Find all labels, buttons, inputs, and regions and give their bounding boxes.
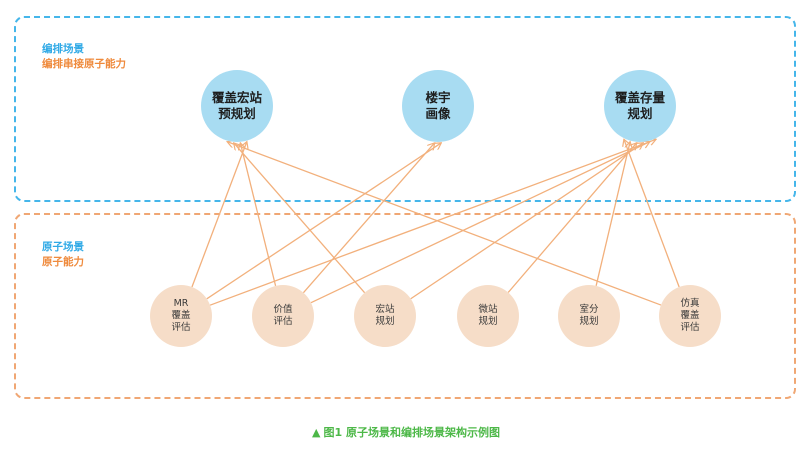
atomic-scene-node-label: 评估 [680,322,700,333]
orchestration-scene-node: 覆盖存量规划 [604,70,676,142]
edge-a1-to-s1 [191,142,247,288]
orchestration-scene-node-label: 画像 [425,106,451,121]
edge-a6-to-s3 [624,139,680,288]
atomic-scene-node: 价值评估 [252,285,314,347]
atomic-scene-node-label: 宏站 [375,304,395,315]
atomic-scene-node-label: 覆盖 [680,310,700,321]
atomic-scene-node: 仿真覆盖评估 [659,285,721,347]
orchestration-scene-node: 楼宇画像 [402,70,474,142]
atomic-scene-node-label: 规划 [375,316,395,327]
edge-a3-to-s3 [410,143,644,300]
orchestration-scene-node-label: 覆盖宏站 [211,90,262,105]
edge-a5-to-s3 [595,142,630,286]
edge-a2-to-s1 [240,143,277,287]
orchestration-scene-group [14,16,796,202]
figure-caption: ▲图1 原子场景和编排场景架构示例图 [0,424,812,440]
edge-a1-to-s2 [206,143,442,300]
atomic-scene-group [14,213,796,399]
atomic-scene-node-label: 规划 [579,316,599,327]
caption-text: 图1 原子场景和编排场景架构示例图 [323,426,500,439]
orchestration-scene-node-label: 覆盖存量 [614,90,665,105]
atomic-scene-node-label: MR [173,298,189,309]
atomic-scene-node-label: 规划 [478,316,498,327]
edge-a3-to-s1 [234,143,366,294]
atomic-group-subtitle: 原子能力 [42,256,84,268]
atomic-scene-node-label: 仿真 [680,298,700,309]
triangle-icon: ▲ [312,426,321,439]
orchestration-scene-node-label: 规划 [627,106,653,121]
edge-a6-to-s1 [227,142,662,306]
atomic-scene-node-label: 室分 [579,304,599,315]
orchestration-group-title: 编排场景 [42,43,84,55]
orchestration-scene-node-label: 预规划 [218,106,256,121]
atomic-group-title: 原子场景 [42,241,84,253]
edge-a2-to-s3 [310,142,650,304]
atomic-scene-node-label: 评估 [171,322,191,333]
orchestration-group-subtitle: 编排串接原子能力 [42,58,126,70]
atomic-scene-node: 室分规划 [558,285,620,347]
orchestration-scene-node-label: 楼宇 [425,90,451,105]
atomic-scene-node-label: 价值 [273,304,293,315]
atomic-scene-node-label: 评估 [273,316,293,327]
atomic-scene-node-label: 覆盖 [171,310,191,321]
atomic-scene-node-label: 微站 [478,304,498,315]
edge-a1-to-s3 [209,139,656,306]
edge-a2-to-s2 [302,143,434,294]
edge-a4-to-s3 [507,143,636,293]
atomic-scene-node: 微站规划 [457,285,519,347]
orchestration-scene-node: 覆盖宏站预规划 [201,70,273,142]
atomic-scene-node: 宏站规划 [354,285,416,347]
